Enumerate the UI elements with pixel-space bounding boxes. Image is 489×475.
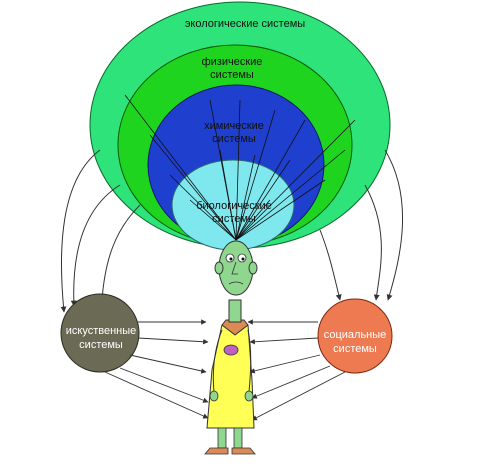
artificial-label-line2: системы <box>79 339 123 351</box>
social-label-line1: социальные <box>324 329 387 341</box>
biological-label-line2: системы <box>212 213 256 225</box>
physical-label-line2: системы <box>210 69 254 81</box>
social-label-line2: системы <box>333 343 377 355</box>
social-systems-circle <box>317 298 393 374</box>
circle-to-person-arrows <box>104 319 346 421</box>
biological-label-line1: биологические <box>196 200 272 212</box>
chemical-label-line1: химические <box>204 120 264 132</box>
ecological-label: экологические системы <box>185 18 305 30</box>
right-arrows <box>319 149 404 301</box>
person-icon <box>204 240 258 455</box>
physical-label-line1: физические <box>202 56 263 68</box>
radial-lines <box>124 94 356 241</box>
left-arrows <box>60 149 141 313</box>
artificial-label-line1: искуственные <box>66 325 137 337</box>
chemical-label-line2: системы <box>212 133 256 145</box>
artificial-systems-circle <box>60 293 140 373</box>
